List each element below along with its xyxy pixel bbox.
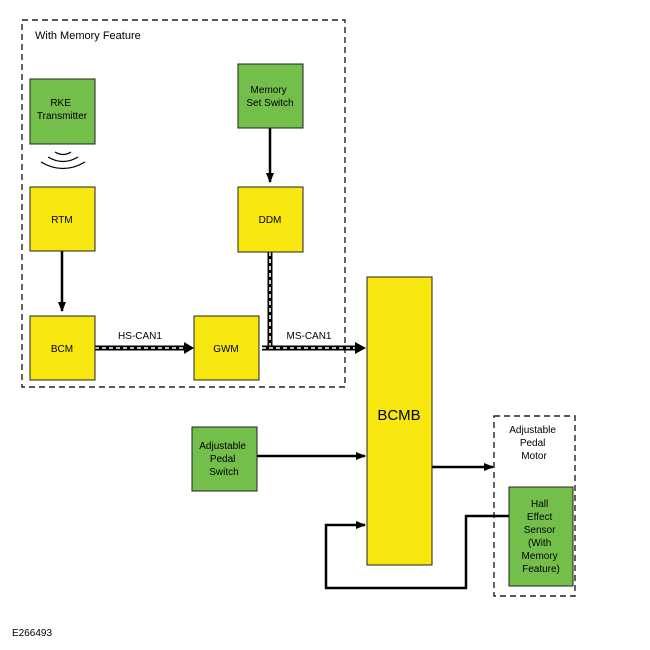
pedal-switch-label-2: Pedal [210, 454, 236, 465]
hall-sensor-label-6: Feature) [522, 564, 560, 575]
hall-sensor-label-1: Hall [531, 499, 548, 510]
svg-text:RKE Transmitter: RKE Transmitter [37, 98, 88, 122]
gwm-label: GWM [213, 344, 239, 355]
pedal-motor-label-line-3: Motor [521, 451, 547, 462]
rtm-box: RTM [29, 186, 96, 252]
svg-text:Memory Set Switch: Memory Set Switch [246, 85, 293, 109]
ddm-box: DDM [237, 186, 304, 253]
hall-sensor-label-5: Memory [522, 551, 558, 562]
rtm-label: RTM [51, 215, 72, 226]
hall-effect-sensor-box: Hall Effect Sensor (With Memory Feature) [508, 486, 574, 587]
rke-transmitter-label-2: Transmitter [37, 111, 88, 122]
figure-id: E266493 [12, 628, 52, 639]
pedal-motor-group-boundary [493, 415, 576, 597]
hall-sensor-label-2: Effect [527, 512, 553, 523]
ddm-label: DDM [259, 215, 282, 226]
hs-can-label: HS-CAN1 [118, 331, 162, 342]
bcm-label: BCM [51, 344, 73, 355]
pedal-motor-group-label: Adjustable Pedal Motor [509, 425, 558, 462]
hall-sensor-label-3: Sensor [524, 525, 556, 536]
hall-sensor-feedback-line [324, 514, 509, 590]
memory-set-switch-label-1: Memory [251, 85, 287, 96]
bcm-box: BCM [29, 315, 96, 381]
wireless-signal-icon [40, 151, 86, 170]
memory-set-switch-box: Memory Set Switch [237, 63, 304, 129]
adjustable-pedal-switch-box: Adjustable Pedal Switch [191, 426, 258, 492]
ms-can-link [262, 252, 366, 354]
svg-text:Hall Effect Sensor: Hall Effect Sensor (With Memory Feature) [522, 499, 561, 575]
memory-set-switch-label-2: Set Switch [246, 98, 293, 109]
ms-can-label: MS-CAN1 [286, 331, 331, 342]
rke-transmitter-box: RKE Transmitter [29, 78, 96, 145]
pedal-switch-label-3: Switch [209, 467, 238, 478]
svg-text:Adjustable Pedal S: Adjustable Pedal Switch [199, 441, 248, 478]
bcmb-label: BCMB [377, 407, 420, 424]
gwm-box: GWM [193, 315, 260, 381]
pedal-switch-label-1: Adjustable [199, 441, 246, 452]
memory-feature-group-label: With Memory Feature [35, 30, 141, 42]
bcmb-box: BCMB [366, 276, 433, 566]
pedal-motor-label-line-1: Adjustable [509, 425, 556, 436]
pedal-motor-label-line-2: Pedal [520, 438, 546, 449]
hall-sensor-label-4: (With [528, 538, 551, 549]
memory-feature-group-boundary [21, 19, 346, 388]
hs-can-link [95, 342, 194, 354]
rke-transmitter-label-1: RKE [50, 98, 71, 109]
